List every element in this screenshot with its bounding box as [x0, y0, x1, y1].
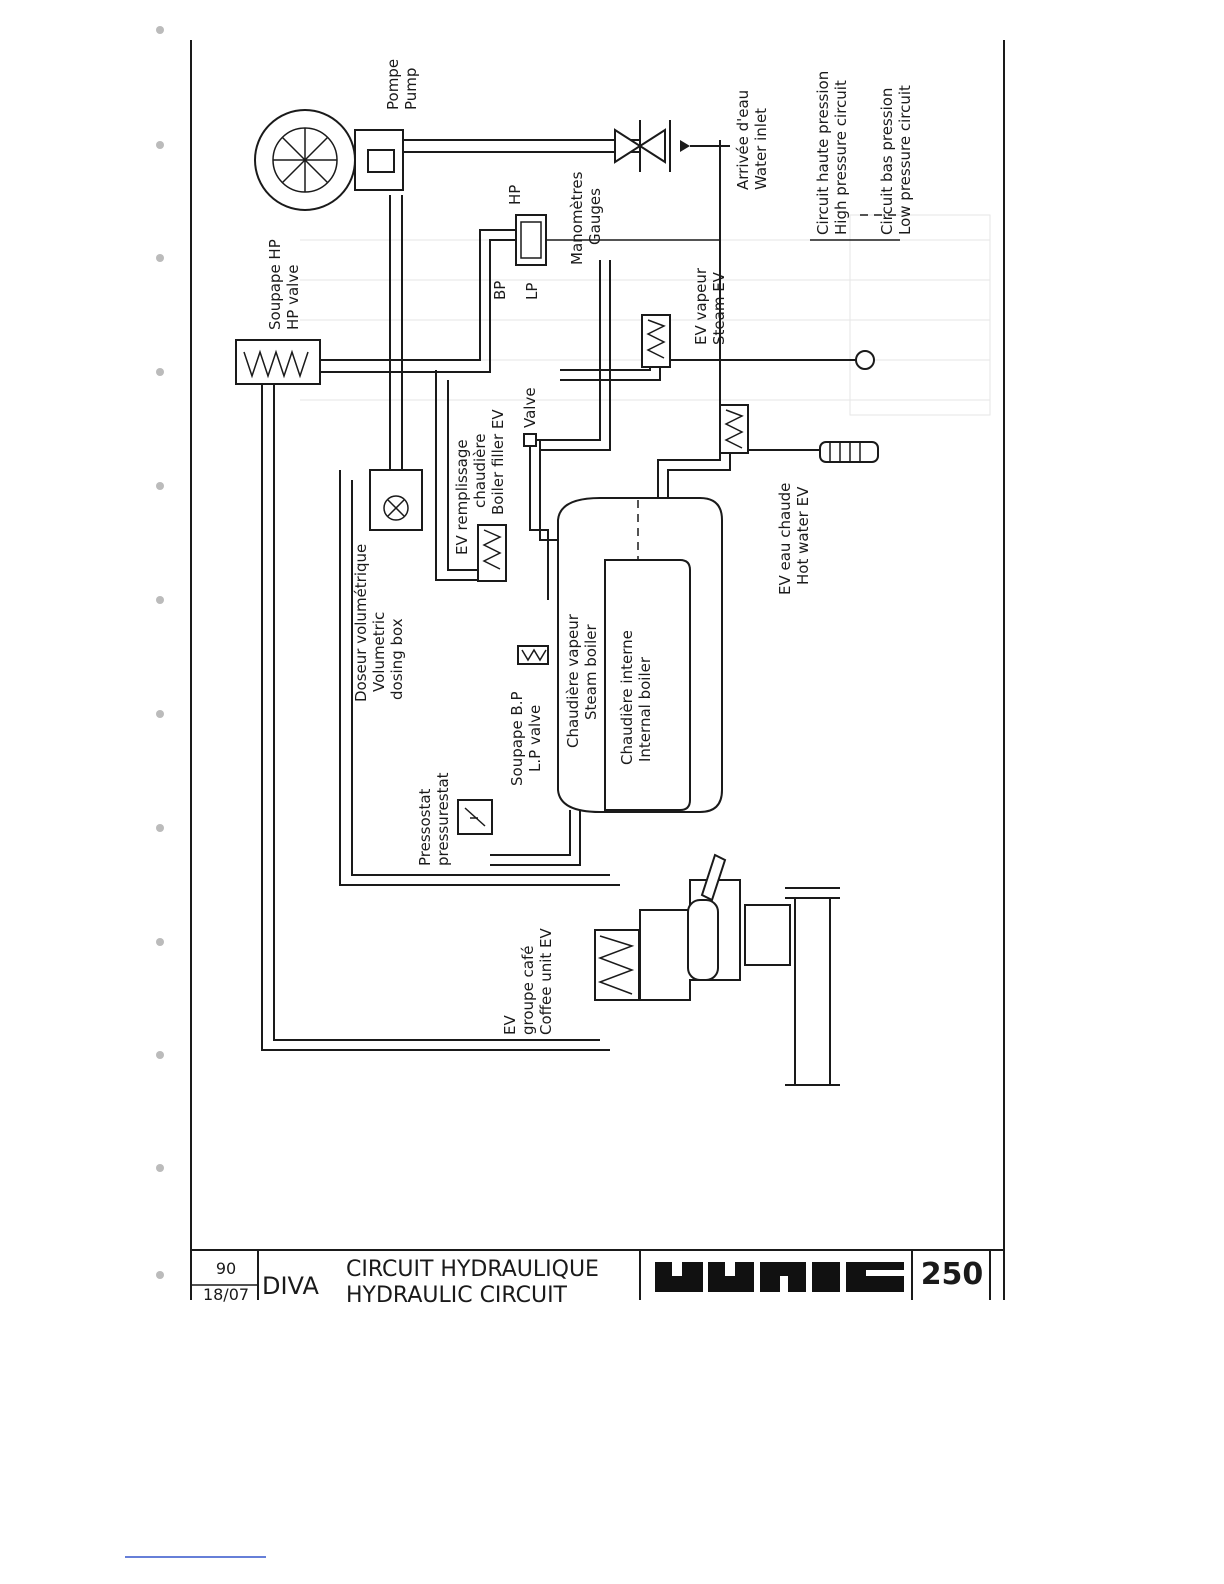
label-lp-valve-fr: Soupape B.P [508, 691, 526, 786]
label-hp-circuit-en: High pressure circuit [832, 80, 850, 235]
pipe-gauge-lp-2 [540, 260, 611, 451]
label-valve: Valve [521, 387, 539, 428]
title-block: 90 18/07 DIVA CIRCUIT HYDRAULIQUE HYDRAU… [191, 1250, 991, 1308]
label-gauges-fr: Manomètres [568, 171, 586, 265]
label-filler-en: Boiler filler EV [489, 409, 507, 515]
title-number-top: 90 [216, 1259, 236, 1278]
internal-boiler [604, 559, 691, 811]
label-steam-ev-fr: EV vapeur [692, 267, 710, 345]
label-hot-water-en: Hot water EV [794, 486, 812, 585]
label-steam-ev-en: Steam EV [710, 271, 728, 345]
hp-valve [235, 339, 321, 385]
label-dosing-en-2: dosing box [388, 618, 406, 700]
pipe-hp-return-inner [273, 385, 600, 1041]
pump [254, 109, 404, 211]
hot-water-ev [719, 404, 879, 463]
pipe-hp-return-outer [261, 385, 610, 1051]
pipe-to-gauges-hp-2 [320, 239, 520, 373]
label-gauge-lp: LP [523, 283, 541, 300]
label-internal-boiler-fr: Chaudière interne [618, 630, 636, 765]
pipe-dosing-to-coffee [339, 470, 620, 886]
title-model: DIVA [262, 1272, 319, 1300]
label-gauge-hp: HP [506, 185, 524, 205]
label-filler-fr-2: chaudière [471, 434, 489, 508]
label-water-inlet-fr: Arrivée d'eau [734, 90, 752, 190]
label-hp-circuit-fr: Circuit haute pression [814, 71, 832, 235]
title-fr: CIRCUIT HYDRAULIQUE [346, 1257, 599, 1282]
label-coffee-ev-1: EV [501, 1015, 519, 1035]
label-gauge-bp: BP [491, 281, 509, 300]
steam-ev [641, 314, 875, 370]
label-coffee-ev-en: Coffee unit EV [537, 927, 555, 1035]
binding-holes [156, 26, 164, 1279]
label-steam-boiler-fr: Chaudière vapeur [564, 613, 582, 748]
volumetric-dosing-box [369, 469, 423, 531]
coffee-group [639, 853, 840, 1086]
title-en: HYDRAULIC CIRCUIT [346, 1283, 568, 1308]
label-coffee-ev-fr: groupe café [519, 945, 537, 1035]
label-dosing-fr: Doseur volumétrique [352, 544, 370, 702]
label-lp-circuit-fr: Circuit bas pression [878, 88, 896, 235]
pipe-pressostat [490, 810, 571, 856]
label-dosing-en-1: Volumetric [370, 612, 388, 692]
brand-logo [655, 1262, 904, 1292]
pipe-to-filler-2 [447, 380, 480, 571]
title-page-number: 250 [921, 1257, 984, 1292]
label-water-inlet-en: Water inlet [752, 108, 770, 190]
pipe-to-steam-ev [560, 330, 651, 371]
pipe-gauge-lp [530, 260, 601, 441]
label-lp-valve-en: L.P valve [526, 705, 544, 772]
valve [523, 433, 537, 447]
pressurestat [457, 799, 493, 835]
label-pressostat-fr: Pressostat [416, 788, 434, 866]
label-hot-water-fr: EV eau chaude [776, 483, 794, 595]
label-gauges-en: Gauges [586, 188, 604, 245]
pipe-to-hot-water-ev-2 [667, 440, 731, 500]
pipe-valve-to-boiler-2 [529, 440, 549, 600]
label-pressostat-en: pressurestat [434, 772, 452, 866]
coffee-unit-ev [594, 929, 640, 1001]
label-internal-boiler-en: Internal boiler [636, 656, 654, 762]
gauges [515, 214, 547, 266]
label-lp-circuit-en: Low pressure circuit [896, 85, 914, 235]
title-number-bottom: 18/07 [203, 1285, 249, 1304]
label-hp-valve-en: HP valve [284, 265, 302, 330]
label-hp-valve-fr: Soupape HP [266, 239, 284, 330]
pipe-dosing-to-coffee-2 [351, 480, 610, 876]
pipe-pressostat-2 [490, 810, 581, 866]
label-pump-fr: Pompe [384, 59, 402, 110]
label-steam-boiler-en: Steam boiler [582, 624, 600, 720]
water-inlet-valve [614, 120, 730, 172]
pipe-to-gauges-hp [320, 229, 520, 361]
lp-valve [517, 645, 549, 665]
label-filler-fr-1: EV remplissage [453, 439, 471, 555]
label-pump-en: Pump [402, 68, 420, 110]
boiler-filler-ev [477, 524, 507, 582]
pipe-to-filler [435, 370, 480, 581]
